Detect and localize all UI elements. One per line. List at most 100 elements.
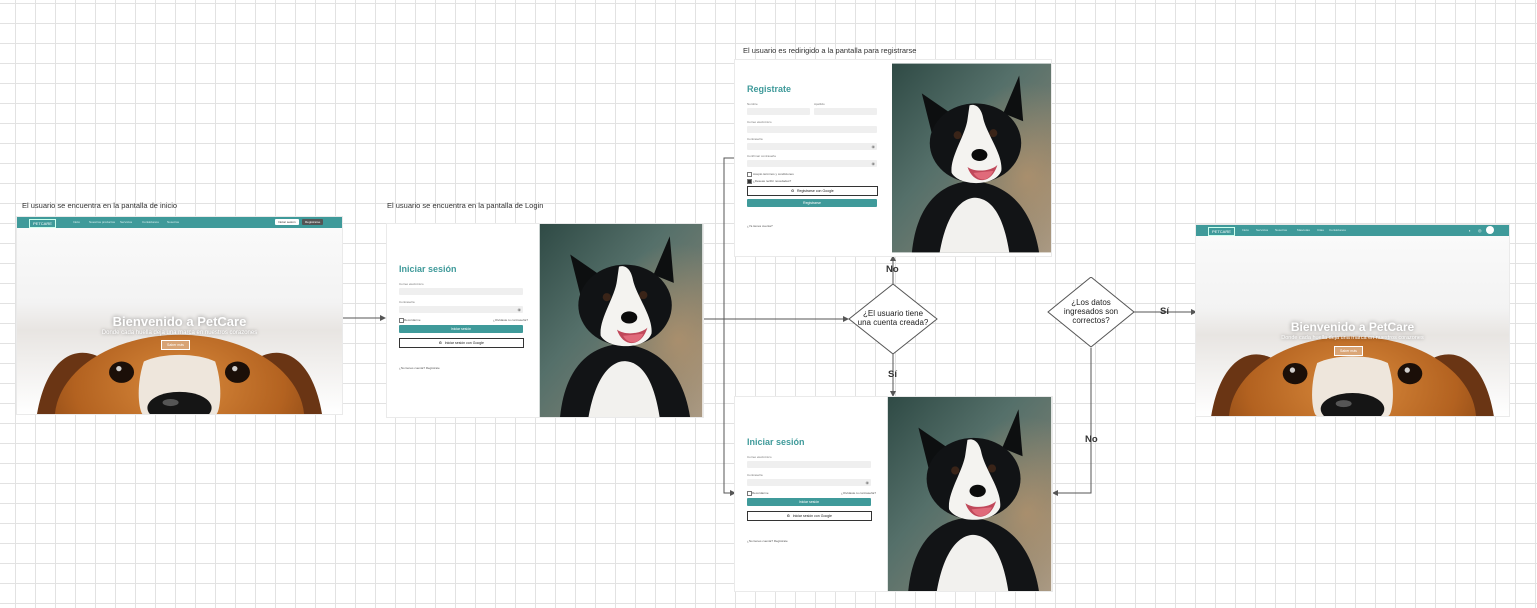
dog-photo bbox=[539, 224, 703, 417]
dog-photo bbox=[892, 60, 1051, 256]
password-field[interactable]: ◉ bbox=[399, 306, 523, 313]
login-title: Iniciar sesión bbox=[747, 437, 805, 447]
google-login-label: Iniciar sesión con Google bbox=[444, 341, 485, 345]
last-name-label: Apellido bbox=[814, 102, 825, 106]
login-submit-button[interactable]: Iniciar sesión bbox=[747, 498, 871, 506]
search-icon[interactable]: ◎ bbox=[1478, 228, 1482, 233]
email-label: Correo electrónico bbox=[747, 455, 772, 459]
nav-item[interactable]: Servicios bbox=[1256, 228, 1269, 232]
decision-data-text: ¿Los datos ingresados son correctos? bbox=[1063, 298, 1119, 325]
remember-label: Recordarme bbox=[404, 318, 421, 322]
login-screen-retry: Iniciar sesión Correo electrónico Contra… bbox=[735, 397, 1052, 591]
cart-icon[interactable]: ▪ bbox=[1469, 228, 1471, 233]
dog-photo bbox=[887, 397, 1052, 591]
home-hero: Bienvenido a PetCare Donde cada huella d… bbox=[1196, 236, 1509, 416]
newsletter-label: ¿Deseas recibir novedades? bbox=[753, 179, 792, 183]
edge-register-to-login bbox=[723, 157, 736, 496]
forgot-link[interactable]: ¿Olvidaste tu contraseña? bbox=[841, 491, 877, 495]
home-hero: Bienvenido a PetCare Donde cada huella d… bbox=[17, 228, 342, 414]
email-label: Correo electrónico bbox=[399, 282, 424, 286]
login-link[interactable]: ¿Ya tienes cuenta? bbox=[747, 224, 773, 228]
nav-item[interactable]: Nosotros bbox=[1275, 228, 1288, 232]
login-button[interactable]: Iniciar sesión bbox=[275, 219, 299, 225]
caption-register: El usuario es redirigido a la pantalla p… bbox=[743, 46, 917, 55]
home-topbar: PETCARE Inicio Nuestros productos Servic… bbox=[17, 217, 342, 228]
confirm-label: Confirmar contraseña bbox=[747, 154, 776, 158]
home-logged-topbar: PETCARE Inicio Servicios Nosotros Mascot… bbox=[1196, 225, 1509, 236]
register-button[interactable]: Registrarse bbox=[302, 219, 324, 225]
decision-data-diamond bbox=[1047, 277, 1135, 348]
terms-label: Acepto términos y condiciones bbox=[753, 172, 794, 176]
hero-subtitle: Donde cada huella deja una marca en nues… bbox=[101, 330, 258, 336]
reg-password-field[interactable]: ◉ bbox=[747, 143, 877, 150]
hero-title: Bienvenido a PetCare bbox=[112, 314, 247, 329]
caption-home: El usuario se encuentra en la pantalla d… bbox=[22, 201, 178, 210]
hero-button[interactable]: Saber más bbox=[1334, 346, 1363, 356]
confirm-field[interactable]: ◉ bbox=[747, 160, 877, 167]
home-logo: PETCARE bbox=[1208, 227, 1235, 236]
nav-item[interactable]: Inicio bbox=[73, 220, 81, 224]
register-title: Registrate bbox=[747, 84, 792, 94]
login-submit-button[interactable]: Iniciar sesión bbox=[399, 325, 523, 333]
google-icon: G bbox=[786, 514, 790, 518]
hero-button[interactable]: Saber más bbox=[161, 340, 190, 350]
remember-checkbox[interactable] bbox=[747, 491, 752, 496]
newsletter-checkbox[interactable] bbox=[747, 179, 752, 184]
email-field[interactable] bbox=[399, 288, 523, 295]
eye-icon[interactable]: ◉ bbox=[871, 144, 876, 149]
label-si-right: Sí bbox=[1160, 306, 1169, 317]
eye-icon[interactable]: ◉ bbox=[517, 307, 522, 312]
email-field[interactable] bbox=[747, 461, 871, 468]
reg-email-label: Correo electrónico bbox=[747, 120, 772, 124]
login-title: Iniciar sesión bbox=[399, 264, 457, 274]
nav-item[interactable]: Servicios bbox=[120, 220, 133, 224]
nav-item[interactable]: Mascotas bbox=[1297, 228, 1310, 232]
label-no-top: No bbox=[886, 264, 899, 275]
register-screen: Registrate Nombre Apellido Correo electr… bbox=[735, 60, 1051, 256]
edge-data-no bbox=[1052, 348, 1092, 496]
caption-login: El usuario se encuentra en la pantalla d… bbox=[387, 201, 544, 210]
nav-item[interactable]: Inicio bbox=[1242, 228, 1250, 232]
first-name-label: Nombre bbox=[747, 102, 758, 106]
reg-email-field[interactable] bbox=[747, 126, 877, 133]
google-icon: G bbox=[791, 189, 794, 193]
home-logged-screen: PETCARE Inicio Servicios Nosotros Mascot… bbox=[1196, 225, 1509, 416]
decision-account-text: ¿El usuario tiene una cuenta creada? bbox=[857, 309, 929, 327]
remember-checkbox[interactable] bbox=[399, 318, 404, 323]
avatar-icon[interactable] bbox=[1486, 226, 1494, 234]
home-logo: PETCARE bbox=[29, 219, 56, 228]
reg-password-label: Contraseña bbox=[747, 137, 763, 141]
label-no-right: No bbox=[1085, 434, 1098, 445]
hero-subtitle: Donde cada huella deja una marca en nues… bbox=[1281, 335, 1424, 341]
first-name-field[interactable] bbox=[747, 108, 810, 115]
label-si-bottom: Sí bbox=[888, 369, 897, 380]
nav-item[interactable]: Citas bbox=[1317, 228, 1324, 232]
eye-icon[interactable]: ◉ bbox=[865, 480, 870, 485]
hero-title: Bienvenido a PetCare bbox=[1290, 320, 1415, 334]
last-name-field[interactable] bbox=[814, 108, 877, 115]
password-label: Contraseña bbox=[399, 300, 415, 304]
google-register-label: Registrarse con Google bbox=[796, 189, 834, 193]
register-link[interactable]: ¿No tienes cuenta? Regístrate bbox=[399, 366, 440, 370]
forgot-link[interactable]: ¿Olvidaste tu contraseña? bbox=[493, 318, 529, 322]
google-login-label: Iniciar sesión con Google bbox=[792, 514, 833, 518]
register-link[interactable]: ¿No tienes cuenta? Regístrate bbox=[747, 539, 788, 543]
home-screen: PETCARE Inicio Nuestros productos Servic… bbox=[17, 217, 342, 414]
register-submit-button[interactable]: Registrarse bbox=[747, 199, 877, 207]
nav-item[interactable]: Nosotros bbox=[167, 220, 180, 224]
decision-account-diamond bbox=[848, 284, 938, 355]
google-icon: G bbox=[438, 341, 442, 345]
nav-item[interactable]: Contáctanos bbox=[1329, 228, 1346, 232]
nav-item[interactable]: Contáctanos bbox=[142, 220, 159, 224]
remember-label: Recordarme bbox=[752, 491, 769, 495]
password-label: Contraseña bbox=[747, 473, 763, 477]
terms-checkbox[interactable] bbox=[747, 172, 752, 177]
password-field[interactable]: ◉ bbox=[747, 479, 871, 486]
eye-icon[interactable]: ◉ bbox=[871, 161, 876, 166]
login-screen: Iniciar sesión Correo electrónico Contra… bbox=[387, 224, 703, 417]
nav-item[interactable]: Nuestros productos bbox=[89, 220, 116, 224]
